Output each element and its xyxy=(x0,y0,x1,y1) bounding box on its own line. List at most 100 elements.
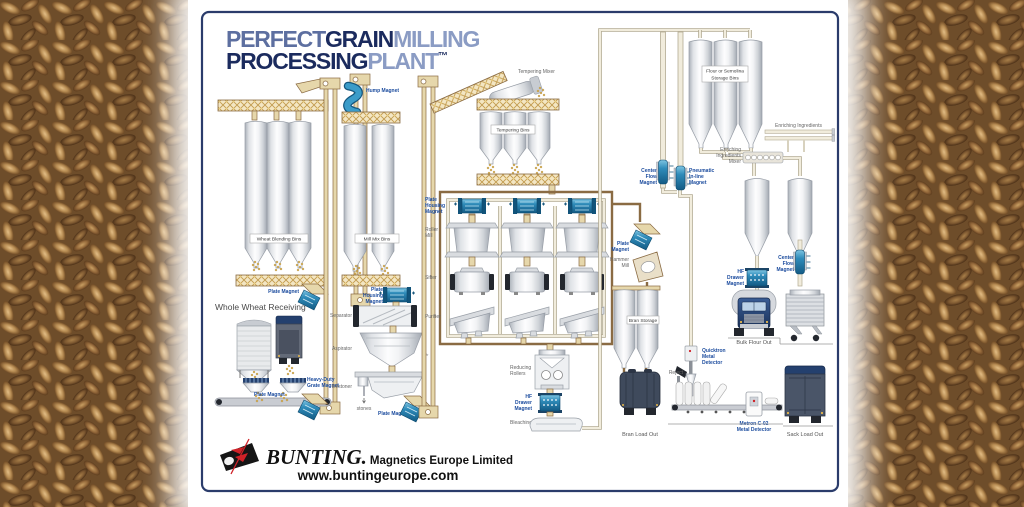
enriching-ingredients-label: Enriching Ingredients xyxy=(775,123,822,129)
receiving-silo xyxy=(236,319,272,381)
plate-magnet-label: Plate xyxy=(617,241,629,247)
svg-text:PERFECTGRAINMILLING: PERFECTGRAINMILLING xyxy=(226,26,480,52)
svg-text:PROCESSINGPLANT™: PROCESSINGPLANT™ xyxy=(226,48,447,74)
bran-load-out-label: Bran Load Out xyxy=(622,432,658,438)
bulk-flour-truck xyxy=(731,289,777,336)
flour-storage-labelbox xyxy=(701,65,749,83)
svg-text:Magnet: Magnet xyxy=(640,180,658,186)
wheat-blending-silo xyxy=(266,120,290,269)
hammer-mill-icon xyxy=(632,251,664,283)
bran-storage-labelbox xyxy=(626,315,660,325)
plate-housing-magnet-icon xyxy=(508,197,546,215)
diagram-panel: PERFECTGRAINMILLING PROCESSINGPLANT™ Whe… xyxy=(188,0,848,507)
svg-text:Detector: Detector xyxy=(702,360,722,366)
reducing-rollers-icon xyxy=(534,349,570,390)
sifter-icon xyxy=(559,267,605,296)
footer-brand: BUNTING.Magnetics Europe Limited www.bun… xyxy=(220,438,513,483)
milling-section: Plate Housing Magnet Roller Mill Sifter … xyxy=(425,190,614,346)
svg-text:Drawer: Drawer xyxy=(515,400,532,406)
flour-railcar xyxy=(785,289,825,342)
tempering-bins-label: Tempering Bins xyxy=(496,128,530,134)
svg-text:In-line: In-line xyxy=(689,174,704,180)
millmix-bottom-conveyor xyxy=(341,274,401,287)
hump-magnet-label: Hump Magnet xyxy=(366,88,399,94)
plate-magnet-label: Plate Magnet xyxy=(254,392,285,398)
svg-text:Flow: Flow xyxy=(783,261,794,267)
title-trademark: ™ xyxy=(438,51,447,62)
tempering-bottom-conveyor xyxy=(476,173,560,186)
flour-storage-section: Flour or Semolina Storage Bins xyxy=(688,39,763,176)
mill-column xyxy=(554,197,610,345)
aspirator-label: Aspirator xyxy=(332,346,352,352)
svg-text:Drawer: Drawer xyxy=(727,275,744,281)
wheat-blending-silo xyxy=(244,120,268,269)
sifter-icon xyxy=(504,267,550,296)
svg-text:Grate Magnet: Grate Magnet xyxy=(307,383,339,389)
svg-text:Magnet: Magnet xyxy=(515,406,533,412)
svg-text:Magnet: Magnet xyxy=(777,267,795,273)
wheat-blending-bins-label: Wheat Blending Bins xyxy=(257,237,302,243)
stones-label: stones xyxy=(357,406,372,412)
sack-conveyor xyxy=(671,404,783,411)
wheat-blending-bins-labelbox xyxy=(249,233,309,244)
enriching-section: Enriching Ingredients Enriching Ingredie… xyxy=(716,123,835,257)
center-flow-magnet-label: Center xyxy=(778,255,794,261)
svg-text:Housing: Housing xyxy=(425,203,445,209)
svg-text:Magnet: Magnet xyxy=(366,299,384,305)
svg-text:Metal: Metal xyxy=(702,354,715,360)
brand-website: www.buntingeurope.com xyxy=(297,468,459,483)
plate-magnet-label: Plate Magnet xyxy=(268,289,299,295)
whole-wheat-receiving-label: Whole Wheat Receiving xyxy=(215,302,306,312)
blending-top-conveyor xyxy=(217,99,329,112)
hf-drawer-magnet-icon xyxy=(537,392,563,414)
separator-machine xyxy=(353,305,417,327)
title-part5: PLANT xyxy=(367,48,439,74)
flour-storage-label: Flour or Semolina xyxy=(706,69,744,75)
bulk-flour-section: HF Drawer Magnet Center Flow Magnet xyxy=(727,239,833,346)
hump-magnet-icon xyxy=(343,81,363,117)
plate-magnet-label: Plate Magnet xyxy=(378,411,409,417)
mill-mix-silo xyxy=(343,123,367,272)
destoner-label: Destoner xyxy=(332,384,353,390)
svg-text:Mill: Mill xyxy=(622,263,630,269)
sack-truck xyxy=(784,365,826,423)
plate-housing-magnet-icon xyxy=(378,286,416,304)
svg-text:Ingredients: Ingredients xyxy=(716,153,741,159)
heavy-duty-grate-magnet-label: Heavy-Duty xyxy=(307,377,335,383)
center-flow-magnet-label: Center xyxy=(641,168,657,174)
svg-text:Mixer: Mixer xyxy=(729,159,742,165)
whole-wheat-receiving-section: Whole Wheat Receiving xyxy=(214,302,339,421)
plate-housing-magnet-label: Plate xyxy=(371,287,383,293)
hf-drawer-magnet-label: HF xyxy=(737,269,744,275)
reducing-rollers-label: Reducing xyxy=(510,365,531,371)
mill-column xyxy=(499,197,555,345)
svg-text:Metal Detector: Metal Detector xyxy=(737,427,772,433)
tempering-section: Tempering Mixer Tempering Bins xyxy=(417,69,560,419)
svg-text:Housing: Housing xyxy=(363,293,383,299)
svg-text:Magnet: Magnet xyxy=(425,209,443,215)
svg-text:Magnet: Magnet xyxy=(689,180,707,186)
grate-magnets xyxy=(242,378,307,393)
title-part3: MILLING xyxy=(393,26,479,52)
svg-text:Magnet: Magnet xyxy=(612,247,630,253)
svg-text:Storage Bins: Storage Bins xyxy=(711,76,739,82)
hf-drawer-magnet-icon xyxy=(744,267,770,289)
svg-text:Rollers: Rollers xyxy=(510,371,526,377)
title-part4: PROCESSING xyxy=(226,48,368,74)
hf-drawer-magnet-label: HF xyxy=(525,394,532,400)
separator-label: Separator xyxy=(330,313,352,319)
mill-mix-section: Hump Magnet Mill Mix Bins Plate Housing … xyxy=(341,73,416,309)
reduction-section: Reducing Rollers HF Drawer Magnet Bleach… xyxy=(510,343,583,432)
incline-conveyor xyxy=(429,70,508,114)
tempering-top-conveyor xyxy=(476,98,560,111)
svg-text:Magnet: Magnet xyxy=(727,281,745,287)
title-part2: GRAIN xyxy=(325,26,394,52)
brand-name: BUNTING xyxy=(265,445,362,469)
bleaching-label: Bleaching xyxy=(510,420,532,426)
pneumatic-piping xyxy=(582,28,752,430)
svg-text:BUNTING.Magnetics Europe Limit: BUNTING.Magnetics Europe Limited xyxy=(265,445,513,469)
bunting-logo-icon xyxy=(220,438,259,475)
wheat-blending-section: Wheat Blending Bins Plate Magnet xyxy=(217,99,329,311)
quicktron-label: Quicktron xyxy=(702,348,726,354)
mill-mix-bins-labelbox xyxy=(354,233,400,244)
